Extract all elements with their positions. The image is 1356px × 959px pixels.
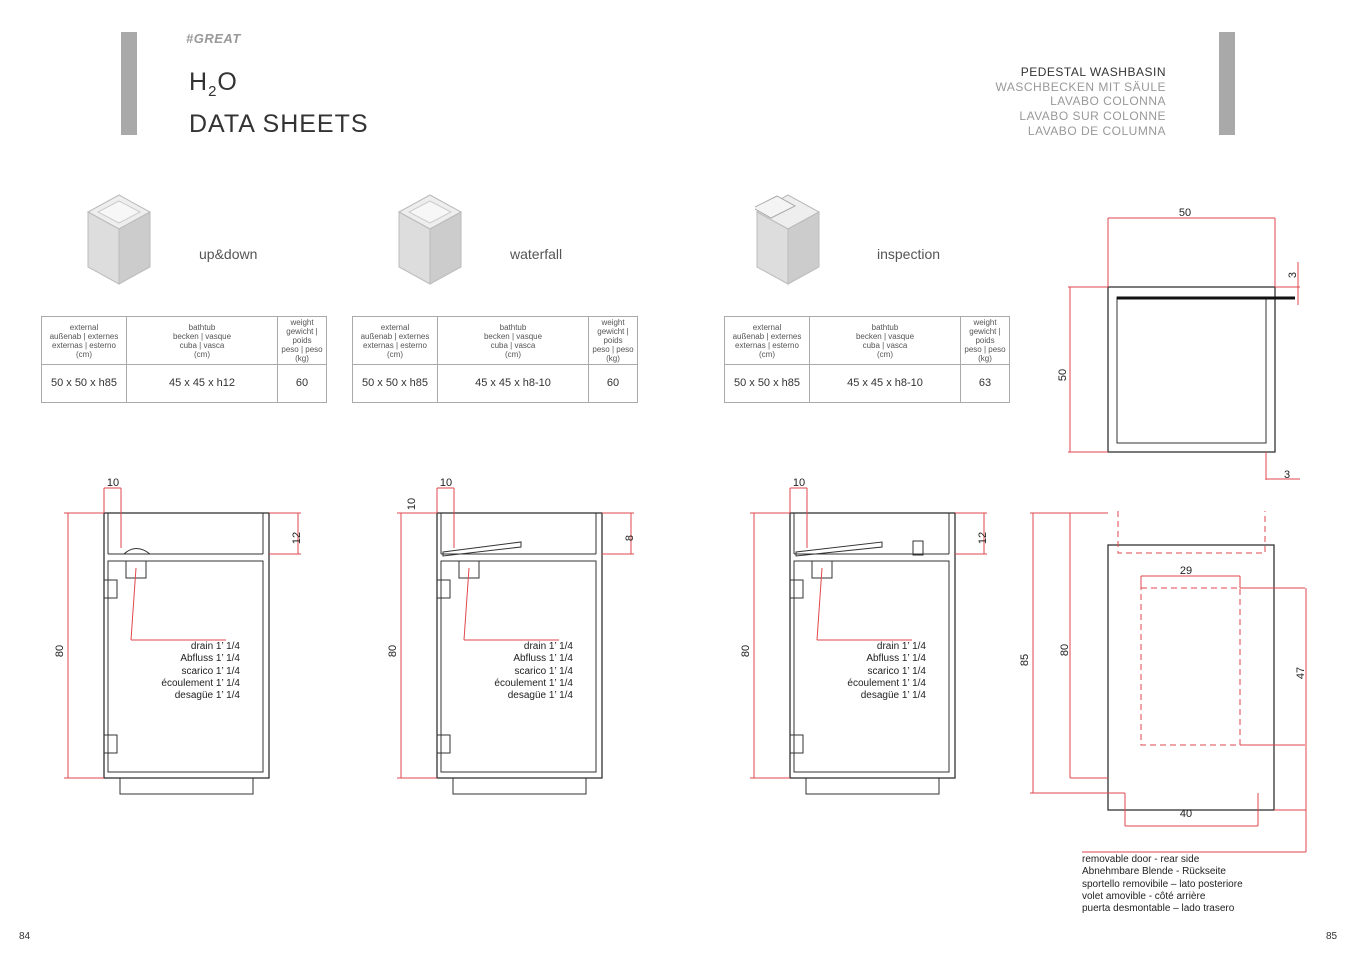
hinge: [789, 734, 804, 754]
cabinet-door: [440, 560, 597, 773]
type-fr: LAVABO SUR COLONNE: [1019, 109, 1166, 124]
bathtub-value: 45 x 45 x h8-10: [809, 364, 961, 403]
dim-label-basin: 8: [624, 535, 636, 541]
product-iso-icon: [755, 194, 821, 285]
drain-fitting: [125, 560, 147, 579]
cabinet-door: [107, 560, 264, 773]
cabinet-outline: [789, 512, 956, 779]
rear-basin-dashed: [1117, 511, 1266, 554]
type-it: LAVABO COLONNA: [1050, 94, 1166, 109]
product-iso-icon: [397, 194, 463, 285]
hinge: [436, 734, 451, 754]
dim-label-height: 80: [387, 645, 399, 657]
dim-plan-rim-bottom: 3: [1284, 469, 1290, 481]
dim-label-top: 10: [440, 477, 452, 489]
page-number-left: 84: [19, 931, 31, 942]
product-iso-icon: [86, 194, 152, 285]
drain-leader: [130, 567, 137, 641]
dim-label-top: 10: [793, 477, 805, 489]
external-value: 50 x 50 x h85: [724, 364, 810, 403]
drain-fitting: [811, 560, 833, 579]
product-name: inspection: [877, 246, 941, 262]
slope-plate: [442, 541, 522, 557]
dim-rear-body: 80: [1059, 644, 1071, 656]
external-value: 50 x 50 x h85: [41, 364, 127, 403]
cabinet-door: [793, 560, 950, 773]
drain-fitting: [458, 560, 480, 579]
rear-outline: [1107, 544, 1275, 811]
basin-drain-cap: [123, 548, 151, 555]
dim-label-left: 10: [406, 498, 418, 510]
note-line: sportello removibile – lato posteriore: [1082, 878, 1243, 890]
bathtub-value: 45 x 45 x h8-10: [437, 364, 589, 403]
type-de: WASCHBECKEN MIT SÄULE: [995, 79, 1166, 94]
weight-value: 60: [277, 364, 327, 403]
cabinet-base: [805, 777, 940, 795]
dim-plan-width: 50: [1179, 207, 1191, 219]
left-accent-bar: [121, 32, 137, 135]
dim-label-basin: 12: [291, 532, 303, 544]
type-en: PEDESTAL WASHBASIN: [1020, 65, 1166, 79]
dim-rear-base: 40: [1180, 808, 1192, 820]
hinge: [436, 579, 451, 599]
hinge: [103, 579, 118, 599]
dim-rear-opening-height: 47: [1295, 667, 1307, 679]
inspection-stop: [912, 540, 924, 556]
cabinet-base: [452, 777, 587, 795]
weight-value: 63: [960, 364, 1010, 403]
weight-value: 60: [588, 364, 638, 403]
external-value: 50 x 50 x h85: [352, 364, 438, 403]
section-title: DATA SHEETS: [189, 110, 369, 138]
collection-tag: #GREAT: [186, 31, 241, 46]
hinge: [103, 734, 118, 754]
cabinet-outline: [436, 512, 603, 779]
page-number-right: 85: [1326, 931, 1338, 942]
dim-rear-opening-width: 29: [1180, 565, 1192, 577]
bathtub-value: 45 x 45 x h12: [126, 364, 278, 403]
dim-label-height: 80: [54, 645, 66, 657]
note-line: volet amovible - côté arrière: [1082, 890, 1206, 902]
dim-label-height: 80: [740, 645, 752, 657]
type-es: LAVABO DE COLUMNA: [1027, 123, 1166, 138]
plan-outline: [1107, 286, 1276, 453]
plan-basin: [1116, 296, 1267, 444]
drain-leader: [463, 567, 470, 641]
note-line: Abnehmbare Blende - Rückseite: [1082, 866, 1226, 878]
cabinet-outline: [103, 512, 270, 779]
rear-door-note: removable door - rear side Abnehmbare Bl…: [1082, 854, 1243, 915]
dim-plan-depth: 50: [1057, 369, 1069, 381]
dim-label-basin: 12: [977, 532, 989, 544]
product-title: H2O: [189, 68, 238, 100]
product-type: PEDESTAL WASHBASIN WASCHBECKEN MIT SÄULE…: [995, 65, 1166, 139]
dim-plan-rim-top: 3: [1287, 272, 1299, 278]
product-name: up&down: [199, 246, 258, 262]
product-name: waterfall: [510, 246, 563, 262]
right-accent-bar: [1219, 32, 1235, 135]
cabinet-base: [119, 777, 254, 795]
note-line: puerta desmontable – lado trasero: [1082, 903, 1235, 915]
drain-leader: [816, 567, 823, 641]
dim-label-top: 10: [107, 477, 119, 489]
slope-plate: [795, 541, 883, 557]
note-line: removable door - rear side: [1082, 854, 1200, 865]
dim-rear-total: 85: [1019, 654, 1031, 666]
hinge: [789, 579, 804, 599]
rear-door-dashed: [1140, 587, 1241, 746]
